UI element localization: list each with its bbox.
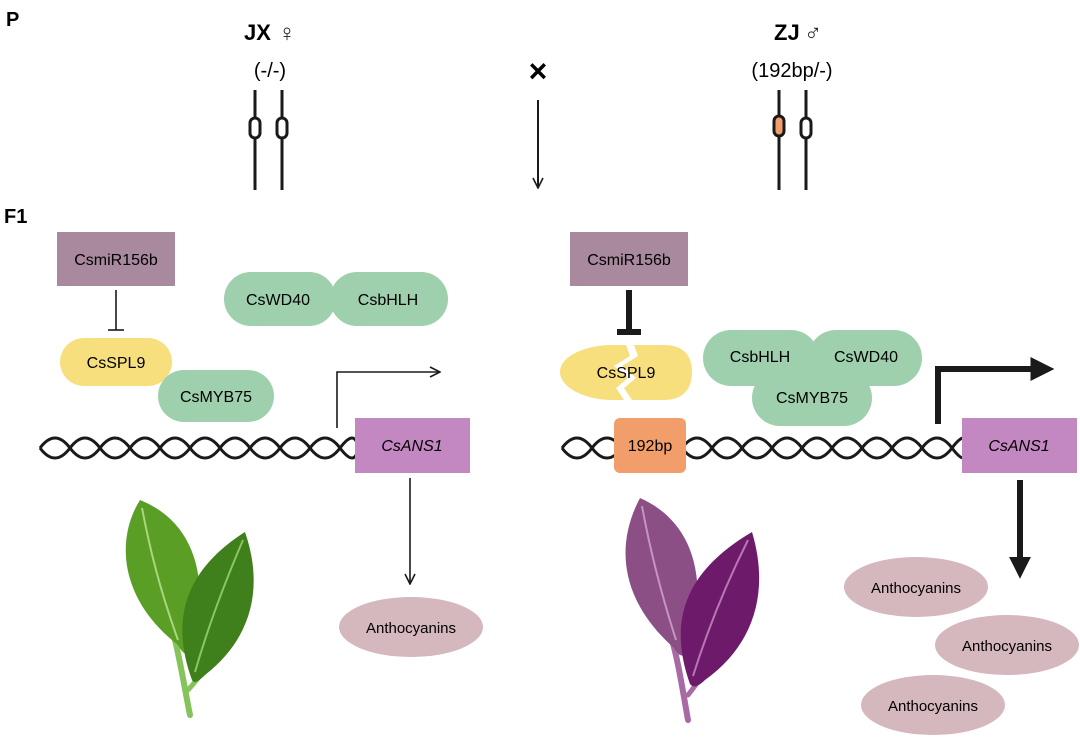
right-spl-label: CsSPL9 (597, 365, 656, 382)
female-genotype: (-/-) (254, 60, 286, 82)
male-parent: ZJ ♂ (192bp/-) (751, 20, 833, 190)
left-wd40-box (224, 272, 336, 326)
left-transcription-arrow (336, 372, 440, 428)
right-anthocyanin-label-3: Anthocyanins (888, 698, 978, 715)
purple-leaf-icon (625, 498, 760, 723)
left-bhlh-label: CsbHLH (358, 292, 418, 309)
green-leaf-icon (125, 500, 254, 718)
right-myb-box (752, 370, 872, 426)
left-dna-helix (38, 436, 360, 460)
left-wd40-label: CsWD40 (246, 292, 310, 309)
cross-symbol: × (529, 53, 548, 188)
cross-mark: × (529, 53, 548, 89)
right-mirna-box (570, 232, 688, 286)
right-spl-broken (560, 345, 692, 400)
right-anthocyanin-1 (844, 557, 988, 617)
right-bhlh-label: CsbHLH (730, 349, 790, 366)
left-spl-box (60, 338, 172, 386)
generation-label-f1: F1 (4, 206, 27, 228)
male-chromosomes (772, 90, 813, 190)
male-symbol: ♂ (804, 20, 822, 47)
male-parent-name: ZJ (774, 20, 800, 45)
left-anthocyanin (339, 597, 483, 657)
left-myb-label: CsMYB75 (180, 389, 252, 406)
right-anthocyanin-3 (861, 675, 1005, 735)
left-gene-label: CsANS1 (381, 438, 442, 455)
left-spl-label: CsSPL9 (87, 355, 146, 372)
female-chromosomes (248, 90, 289, 190)
right-insertion-box (614, 418, 686, 473)
left-mirna-label: CsmiR156b (74, 252, 158, 269)
right-myb-label: CsMYB75 (776, 390, 848, 407)
left-mirna-box (57, 232, 175, 286)
female-parent: JX ♀ (-/-) (244, 20, 296, 190)
left-myb-box (158, 370, 274, 422)
left-gene-box (355, 418, 470, 473)
female-parent-name: JX (244, 20, 271, 45)
male-genotype: (192bp/-) (751, 60, 832, 82)
right-anthocyanin-label-1: Anthocyanins (871, 580, 961, 597)
right-mirna-label: CsmiR156b (587, 252, 671, 269)
right-gene-label: CsANS1 (988, 438, 1049, 455)
left-bhlh-box (330, 272, 448, 326)
right-insertion-label: 192bp (628, 438, 673, 455)
left-anthocyanin-label: Anthocyanins (366, 620, 456, 637)
generation-label-p: P (6, 9, 19, 31)
right-transcription-arrow (935, 357, 1055, 424)
right-wd40-label: CsWD40 (834, 349, 898, 366)
female-symbol: ♀ (278, 20, 296, 47)
right-anthocyanin-2 (935, 615, 1079, 675)
right-anthocyanin-label-2: Anthocyanins (962, 638, 1052, 655)
right-panel: CsmiR156b CsSPL9 CsbHLH CsWD40 CsMYB75 1… (560, 232, 1079, 735)
right-gene-box (962, 418, 1077, 473)
left-panel: CsmiR156b CsSPL9 CsWD40 CsbHLH CsMYB75 C… (38, 232, 483, 718)
